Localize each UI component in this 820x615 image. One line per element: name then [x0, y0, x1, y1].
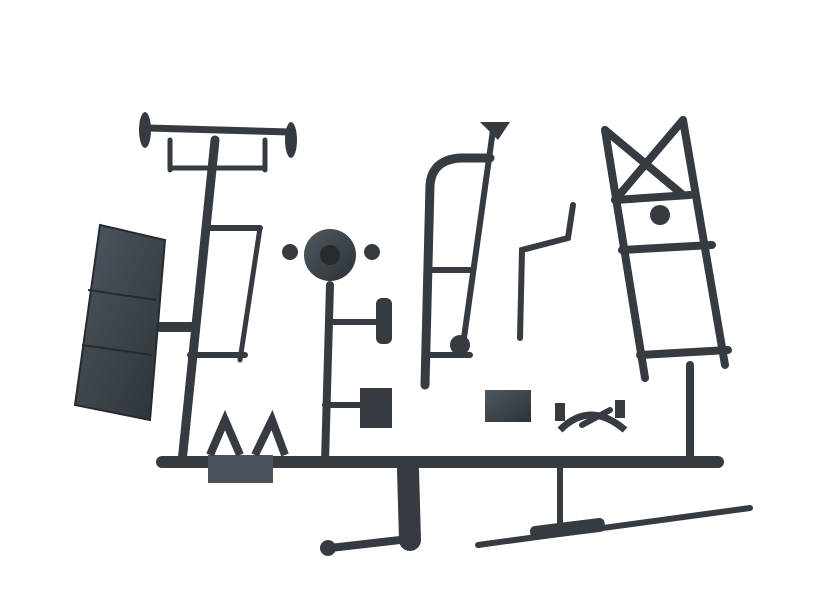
spring-part	[206, 409, 289, 457]
axle-bracket	[557, 411, 628, 433]
horn	[480, 122, 510, 140]
steering-column	[420, 153, 495, 390]
bracket-part	[360, 388, 392, 428]
crank-handle	[517, 202, 576, 341]
wheel-right	[285, 122, 297, 158]
shock-absorber	[529, 517, 605, 540]
wheel-left	[139, 112, 151, 148]
lamp-part	[376, 298, 392, 344]
seat-part	[485, 390, 531, 422]
front-axle	[144, 124, 294, 136]
left-runner	[177, 135, 220, 467]
middle-runner	[321, 281, 334, 466]
side-rod	[237, 225, 263, 363]
exhaust-pipe	[475, 505, 753, 548]
chassis-frame	[601, 116, 732, 466]
